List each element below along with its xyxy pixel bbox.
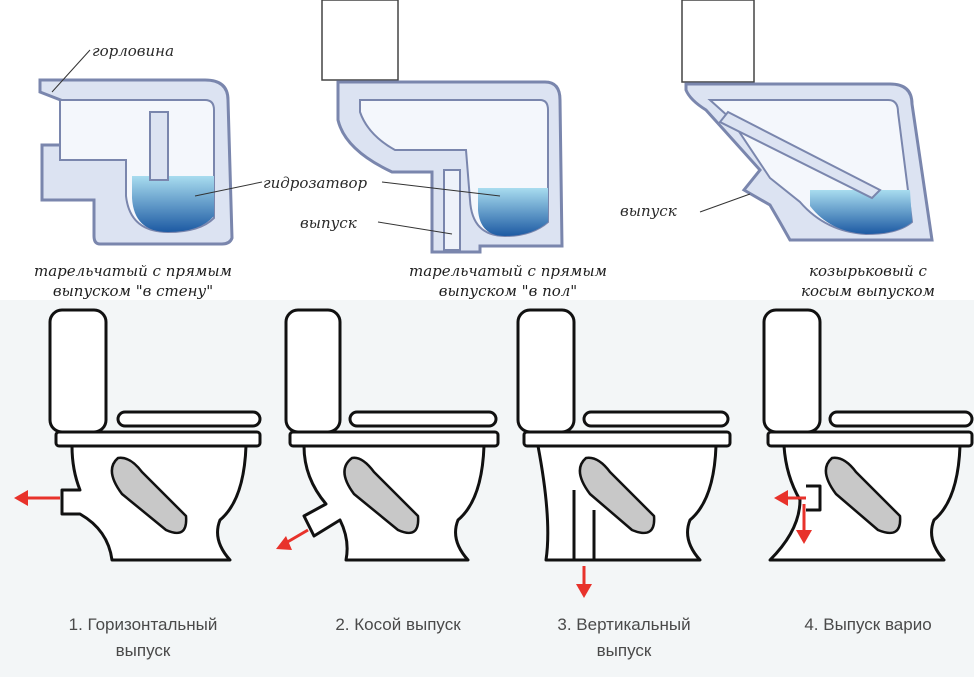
cross-section-floor-outlet: [322, 0, 562, 252]
bottom-caption-3-line-1: 3. Вертикальный: [557, 615, 690, 634]
label-neck: горловина: [92, 42, 174, 60]
arrow-horizontal: [14, 490, 60, 506]
seat-b2: [350, 412, 496, 426]
rim-b3: [524, 432, 730, 446]
toilet-horizontal: [50, 310, 260, 560]
cross-section-wall-outlet: [40, 80, 232, 244]
tank-3: [682, 0, 754, 82]
caption-2-line-2: выпуском "в пол": [439, 282, 577, 300]
bottom-caption-2: 2. Косой выпуск: [335, 615, 461, 634]
water-seal-1: [132, 176, 214, 232]
bottom-caption-3-line-2: выпуск: [597, 641, 652, 660]
rim-b4: [768, 432, 972, 446]
caption-3-line-2: косым выпуском: [801, 282, 935, 300]
arrow-vertical: [576, 566, 592, 598]
caption-3-line-1: козырьковый с: [809, 262, 928, 280]
tank-2: [322, 0, 398, 80]
caption-1-line-2: выпуском "в стену": [53, 282, 213, 300]
seat-b4: [830, 412, 972, 426]
tank-b1: [50, 310, 106, 432]
label-outlet-right: выпуск: [620, 202, 677, 220]
rim-b2: [290, 432, 498, 446]
toilet-oblique: [286, 310, 498, 560]
water-seal-2: [478, 188, 548, 236]
bottom-caption-4: 4. Выпуск варио: [804, 615, 931, 634]
bottom-caption-1-line-2: выпуск: [116, 641, 171, 660]
tank-b2: [286, 310, 340, 432]
seat-b3: [584, 412, 728, 426]
cross-section-oblique-outlet: [682, 0, 932, 240]
caption-1-line-1: тарельчатый с прямым: [34, 262, 232, 280]
tank-b3: [518, 310, 574, 432]
trap-wall-1: [150, 112, 168, 180]
toilet-vario: [764, 310, 972, 560]
leader-outlet-right: [700, 194, 750, 212]
caption-2-line-1: тарельчатый с прямым: [409, 262, 607, 280]
rim-b1: [56, 432, 260, 446]
label-outlet-middle: выпуск: [300, 214, 357, 232]
arrow-oblique: [276, 530, 308, 550]
seat-b1: [118, 412, 260, 426]
tank-b4: [764, 310, 820, 432]
outlet-pipe-2: [444, 170, 460, 250]
toilet-vertical: [518, 310, 730, 560]
label-water-seal: гидрозатвор: [263, 174, 367, 192]
bottom-caption-1-line-1: 1. Горизонтальный: [69, 615, 218, 634]
